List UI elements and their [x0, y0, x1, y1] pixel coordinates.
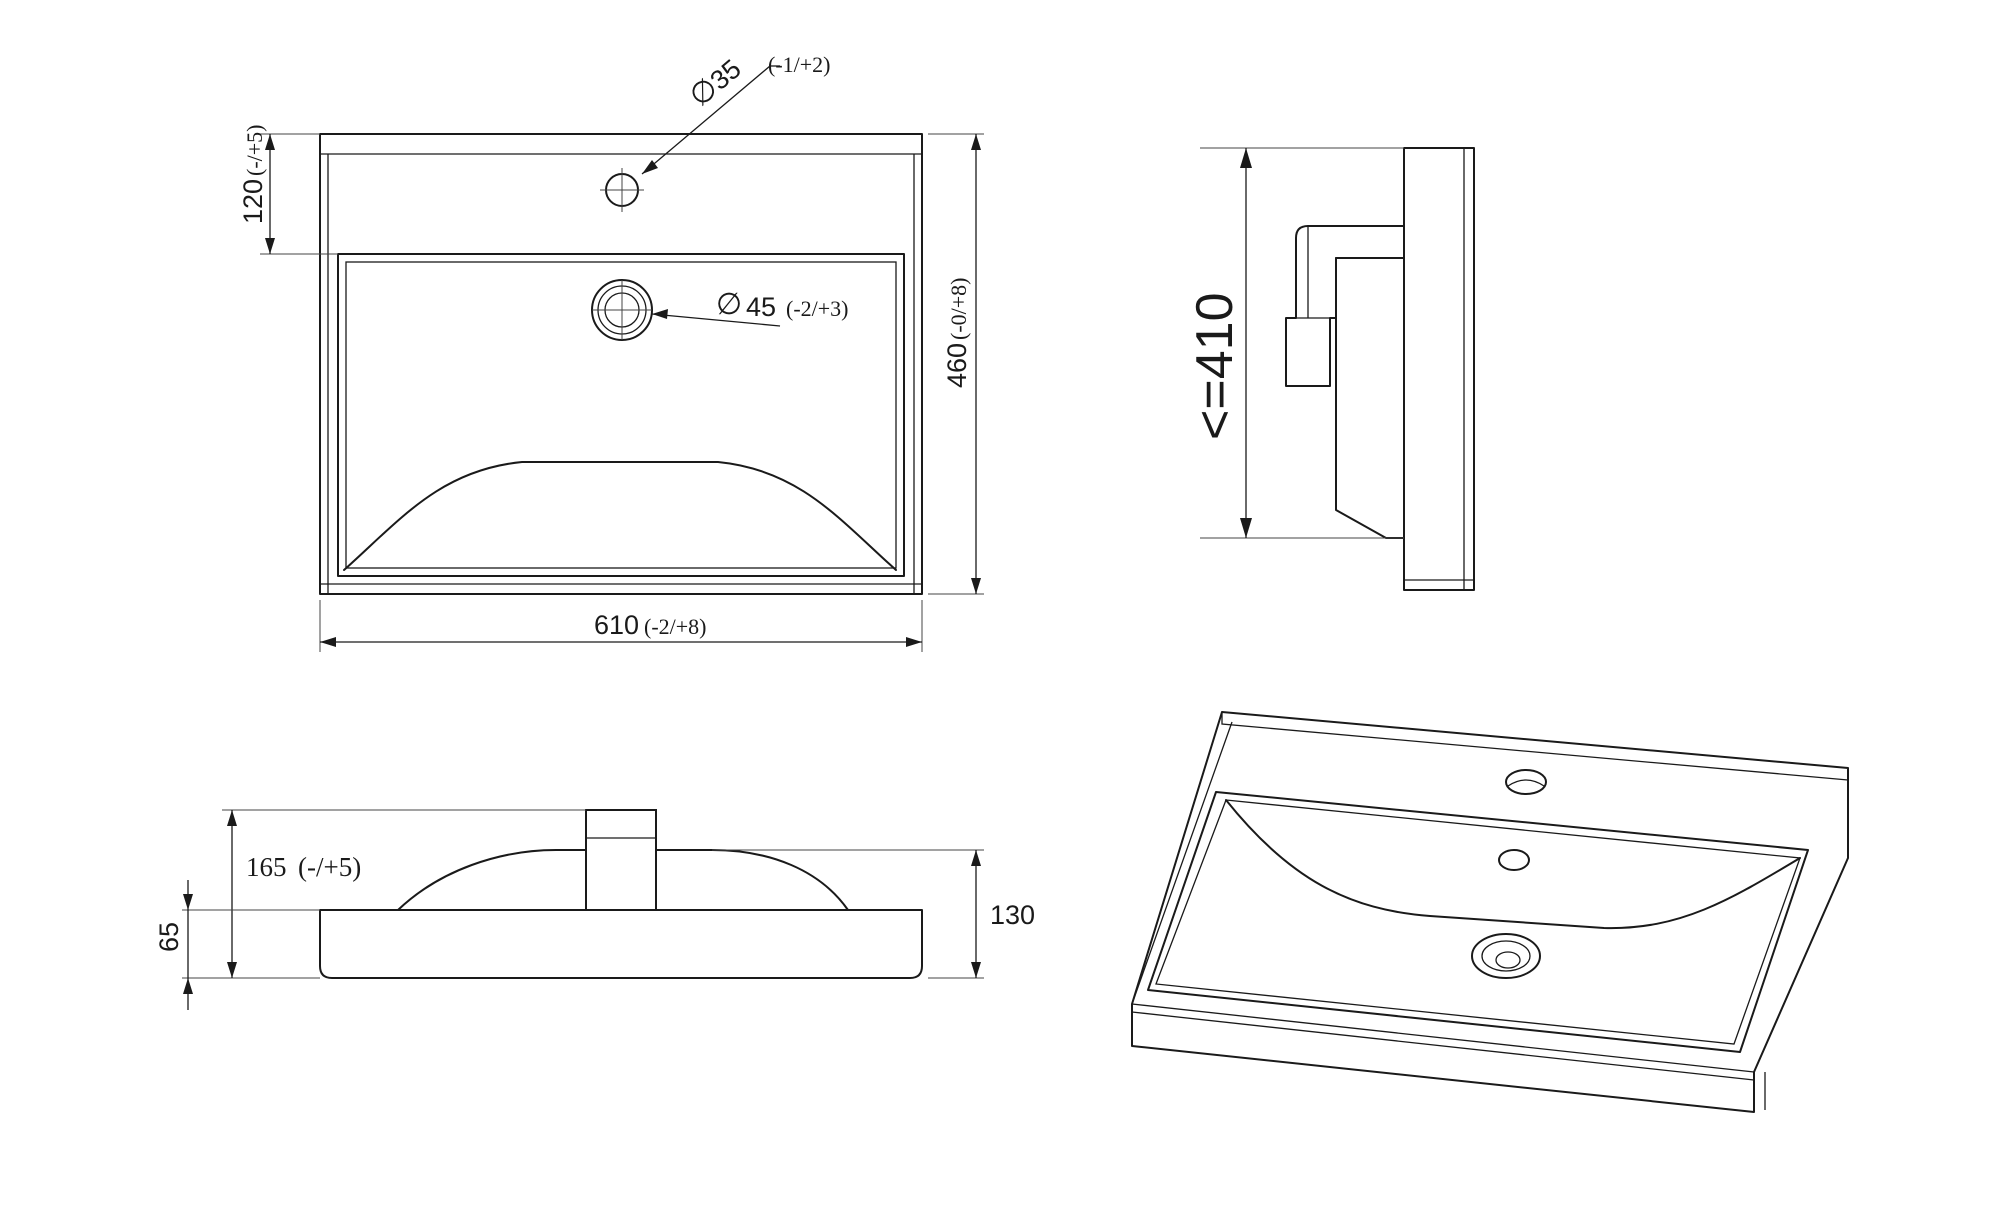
front-dimensions: 165 (-/+5) 65 130	[154, 809, 1035, 1010]
bowl-curve	[343, 461, 897, 571]
front-body	[319, 909, 923, 979]
iso-tap-hole	[1505, 769, 1547, 795]
depth-value: 460	[942, 343, 972, 388]
depth-tolerance: (-0/+8)	[946, 278, 971, 341]
tap-hole-tolerance: (-1/+2)	[768, 52, 831, 77]
rim-dimension: 120 (-/+5)	[238, 125, 338, 255]
iso-drain	[1471, 933, 1541, 979]
max-height-dimension: <=410	[1186, 147, 1404, 539]
max-height-value: <=410	[1186, 293, 1244, 441]
top-view	[319, 133, 923, 595]
width-dimension: 610 (-2/+8)	[319, 600, 923, 652]
side-slab	[1403, 147, 1475, 591]
bowl-profile	[1335, 257, 1405, 539]
tap-profile	[1285, 225, 1405, 387]
front-view	[319, 809, 923, 979]
drain-dimension: ∅ 45 (-2/+3)	[651, 287, 849, 327]
width-value: 610	[594, 610, 639, 640]
iso-bowl-curve	[1225, 799, 1801, 930]
iso-bowl-rim	[1147, 791, 1809, 1053]
depth-dimension: 460 (-0/+8)	[928, 133, 984, 595]
basin-outline	[319, 133, 923, 595]
width-tolerance: (-2/+8)	[644, 614, 707, 639]
total-height-value: 165	[246, 852, 287, 882]
iso-outline	[1131, 711, 1849, 1113]
front-tap	[585, 809, 657, 911]
total-height-tolerance: (-/+5)	[298, 852, 361, 882]
tap-hole-dimension: ∅ 35 (-1/+2)	[641, 52, 831, 175]
iso-overflow	[1498, 849, 1530, 871]
rim-tolerance: (-/+5)	[242, 125, 267, 177]
drain-value: 45	[746, 292, 776, 322]
drain-tolerance: (-2/+3)	[786, 296, 849, 321]
front-bowl	[397, 849, 849, 911]
rim-value: 120	[238, 179, 268, 224]
body-height-value: 65	[154, 922, 184, 952]
bowl-height-value: 130	[990, 900, 1035, 930]
side-view	[1285, 147, 1475, 591]
diameter-symbol: ∅	[716, 287, 742, 322]
bowl-outline	[337, 253, 905, 577]
isometric-view	[1131, 711, 1849, 1113]
